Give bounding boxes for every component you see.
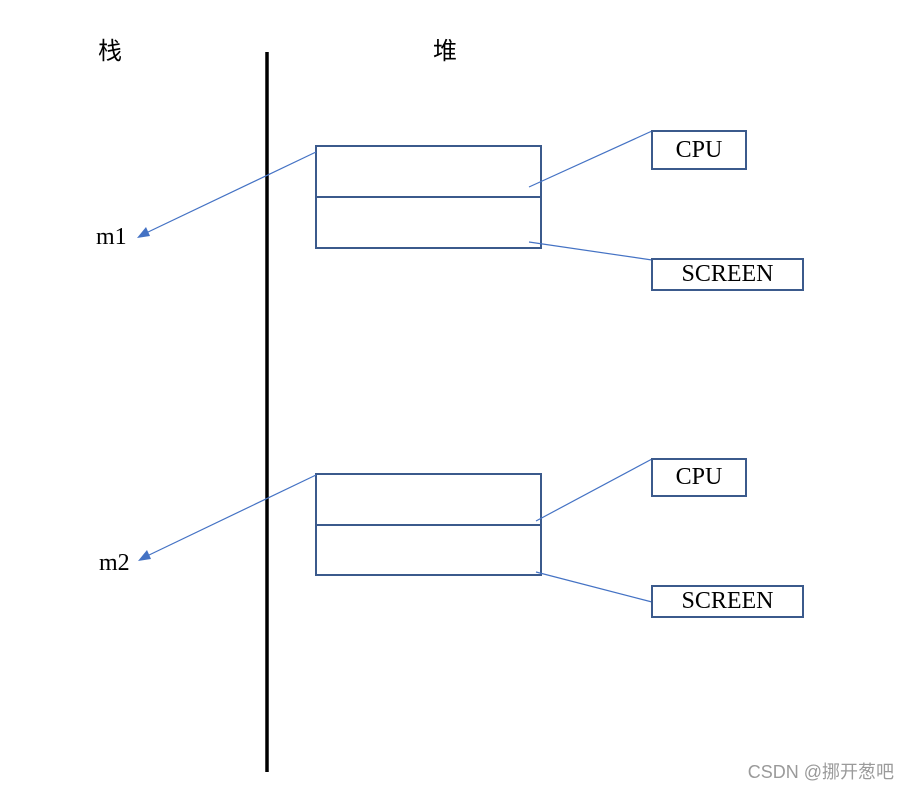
heap-label: 堆 xyxy=(433,39,457,65)
m2-reference-line xyxy=(146,474,317,557)
cpu-box-1-text: CPU xyxy=(675,136,723,163)
cpu-box-2-text: CPU xyxy=(675,464,723,490)
variable-m1-label: m1 xyxy=(96,224,127,250)
screen-box-1-text: SCREEN xyxy=(681,261,774,287)
screen-box-2-text: SCREEN xyxy=(681,588,774,614)
stack-label: 栈 xyxy=(98,39,122,65)
screen-connector-1 xyxy=(528,241,653,261)
variable-m2-label: m2 xyxy=(99,550,130,576)
m1-arrowhead xyxy=(137,227,150,238)
m1-reference-line xyxy=(145,151,317,234)
cpu-connector-1 xyxy=(528,130,653,188)
m2-arrowhead xyxy=(138,550,151,561)
screen-box-2: SCREEN xyxy=(651,585,804,618)
screen-box-1: SCREEN xyxy=(651,258,804,291)
cpu-box-1: CPU xyxy=(651,130,747,170)
watermark: CSDN @挪开葱吧 xyxy=(747,762,894,782)
cpu-connector-2 xyxy=(535,458,653,522)
screen-connector-2 xyxy=(535,571,653,603)
cpu-box-2: CPU xyxy=(651,458,747,497)
